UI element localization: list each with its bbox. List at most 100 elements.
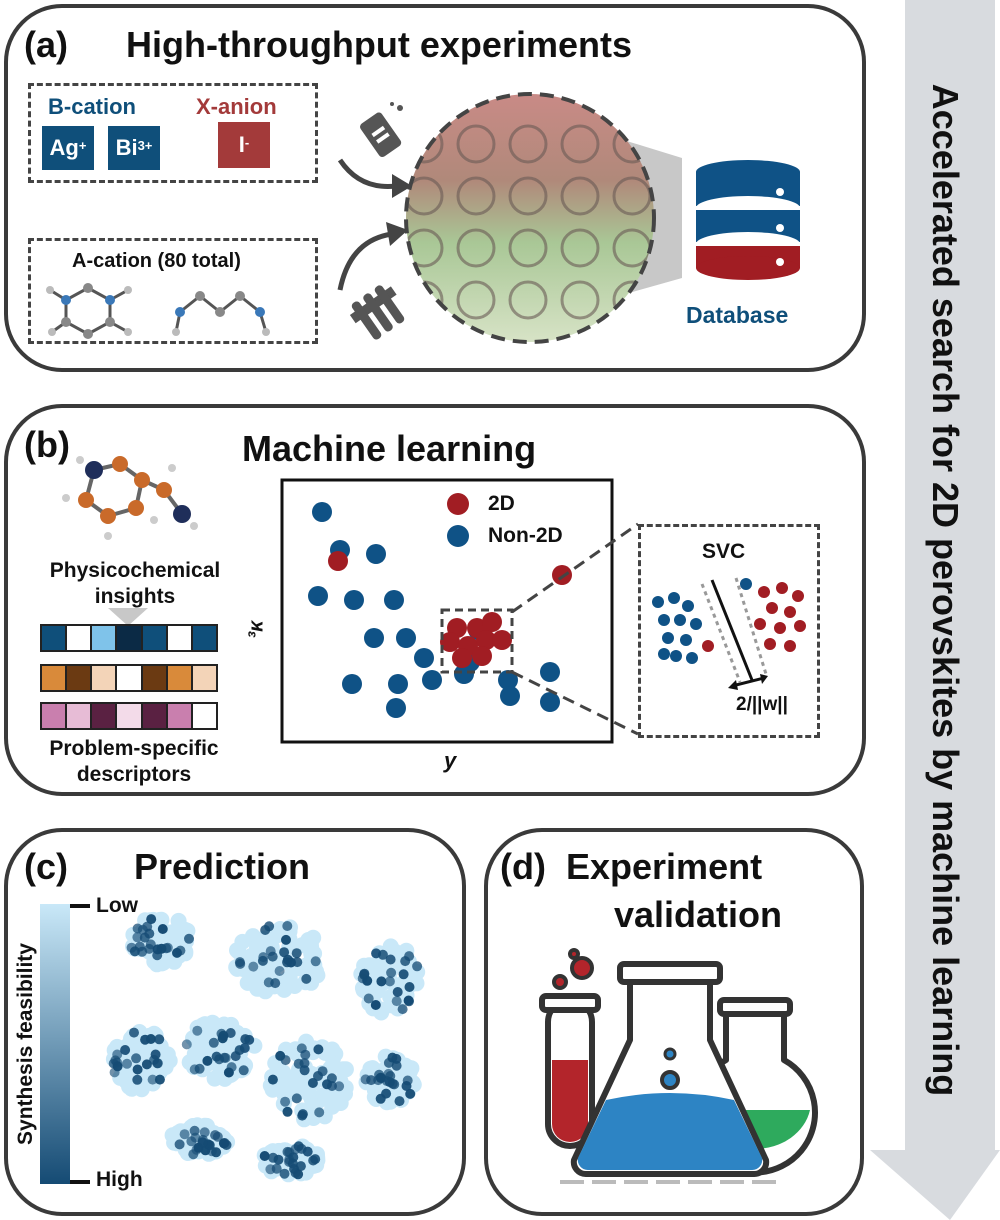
panel-d-title-line2: validation	[614, 894, 783, 935]
test-tube-rack-icon	[349, 285, 405, 340]
tsne-point-high	[279, 947, 290, 958]
a-cation-box	[28, 238, 318, 344]
tsne-point-high	[300, 1049, 311, 1060]
descriptor-cell	[92, 626, 118, 650]
legend-non2d-label: Non-2D	[488, 524, 563, 547]
tsne-point-high	[310, 1154, 321, 1165]
tsne-point-high	[384, 1077, 395, 1088]
tsne-point-high	[154, 1034, 165, 1045]
tsne-point-high	[189, 1125, 200, 1136]
panel-d-title-line1: Experiment	[566, 846, 763, 887]
tsne-point-high	[223, 1067, 234, 1078]
tsne-point-high	[287, 1158, 298, 1169]
descriptor-cell	[42, 704, 68, 728]
descriptor-cell	[117, 666, 143, 690]
tsne-point-high	[132, 932, 143, 943]
tsne-point-low	[239, 974, 256, 991]
tsne-point-high	[391, 1053, 402, 1064]
tsne-point-high	[210, 1130, 221, 1141]
tsne-point-high	[141, 1059, 152, 1070]
descriptor-cell	[167, 666, 193, 690]
ion-i-symbol: I	[238, 132, 245, 157]
tsne-point-high	[248, 961, 259, 972]
tsne-point-high	[267, 1074, 278, 1085]
tsne-point-low	[264, 1081, 281, 1098]
tsne-point-high	[302, 1146, 313, 1157]
ion-box	[28, 83, 318, 183]
tsne-point-high	[313, 1044, 324, 1055]
tsne-point-high	[211, 1147, 222, 1158]
tsne-point-high	[313, 1071, 323, 1081]
tsne-point-high	[235, 958, 246, 969]
descriptor-cell	[42, 666, 68, 690]
tsne-point-high	[385, 954, 396, 965]
tsne-point-high	[189, 1064, 200, 1075]
tsne-point-high	[218, 1030, 229, 1041]
descriptor-bar-3	[40, 702, 218, 730]
point-non2d	[414, 648, 434, 668]
a-cation-label: A-cation (80 total)	[72, 250, 241, 272]
tsne-point-high	[122, 1058, 132, 1069]
descriptor-cell	[117, 626, 143, 650]
database-label: Database	[686, 302, 789, 328]
tsne-point-high	[404, 996, 414, 1007]
svc-title: SVC	[702, 540, 746, 563]
tsne-point-high	[314, 1107, 325, 1118]
tsne-point-high	[310, 956, 321, 967]
point-non2d	[500, 686, 520, 706]
tsne-point-high	[219, 1052, 230, 1063]
tsne-point-high	[265, 1164, 276, 1175]
svc-diagram	[652, 577, 806, 690]
ion-ag: Ag+	[42, 126, 94, 170]
tsne-point-high	[279, 1168, 290, 1179]
point-2d	[492, 630, 512, 650]
tsne-point-high	[376, 976, 387, 987]
tsne-point-high	[150, 1049, 161, 1060]
tsne-point-high	[192, 1025, 203, 1036]
descriptor-cell	[192, 626, 216, 650]
point-non2d	[498, 670, 518, 690]
tsne-point-high	[199, 1127, 210, 1138]
a-cation-3d-molecule-icon	[62, 456, 198, 540]
tsne-point-high	[282, 921, 293, 931]
tsne-point-high	[268, 1152, 279, 1163]
svc-box	[638, 524, 820, 738]
tsne-point-high	[299, 1058, 310, 1069]
scatter-ylabel: ³κ	[245, 620, 268, 639]
point-non2d	[540, 692, 560, 712]
tsne-point-high	[179, 1129, 190, 1140]
tsne-point-high	[392, 987, 403, 997]
point-2d	[482, 612, 502, 632]
point-non2d	[308, 586, 328, 606]
descriptor-cell	[192, 704, 216, 728]
colorbar-low-tick	[70, 904, 90, 908]
point-2d	[440, 632, 460, 652]
panel-d-letter: (d)	[500, 846, 546, 887]
tsne-point-high	[175, 945, 186, 956]
tsne-point-high	[297, 1110, 308, 1121]
tsne-point-high	[265, 946, 276, 957]
tsne-point-low	[234, 933, 251, 950]
down-arrow-icon	[108, 608, 148, 626]
x-anion-label: X-anion	[196, 94, 277, 119]
point-non2d	[342, 674, 362, 694]
tsne-point-high	[281, 934, 291, 945]
tsne-point-high	[219, 1138, 230, 1148]
tsne-point-high	[370, 1000, 381, 1010]
tsne-point-high	[383, 1057, 394, 1068]
colorbar-high-tick	[70, 1180, 90, 1184]
panel-c-letter: (c)	[24, 846, 68, 887]
tsne-point-high	[307, 1078, 318, 1088]
scatter-plot	[280, 478, 614, 744]
tsne-point-high	[386, 967, 397, 978]
point-non2d	[344, 590, 364, 610]
tsne-point-high	[295, 1161, 306, 1172]
tsne-point-high	[286, 957, 296, 968]
zoom-lines	[511, 522, 639, 736]
tsne-point-high	[327, 1081, 337, 1091]
tsne-point-high	[259, 1151, 270, 1161]
tsne-point-high	[202, 1055, 213, 1066]
tsne-point-high	[391, 996, 402, 1007]
descriptor-cell	[167, 704, 193, 728]
ion-ag-symbol: Ag	[49, 135, 79, 160]
